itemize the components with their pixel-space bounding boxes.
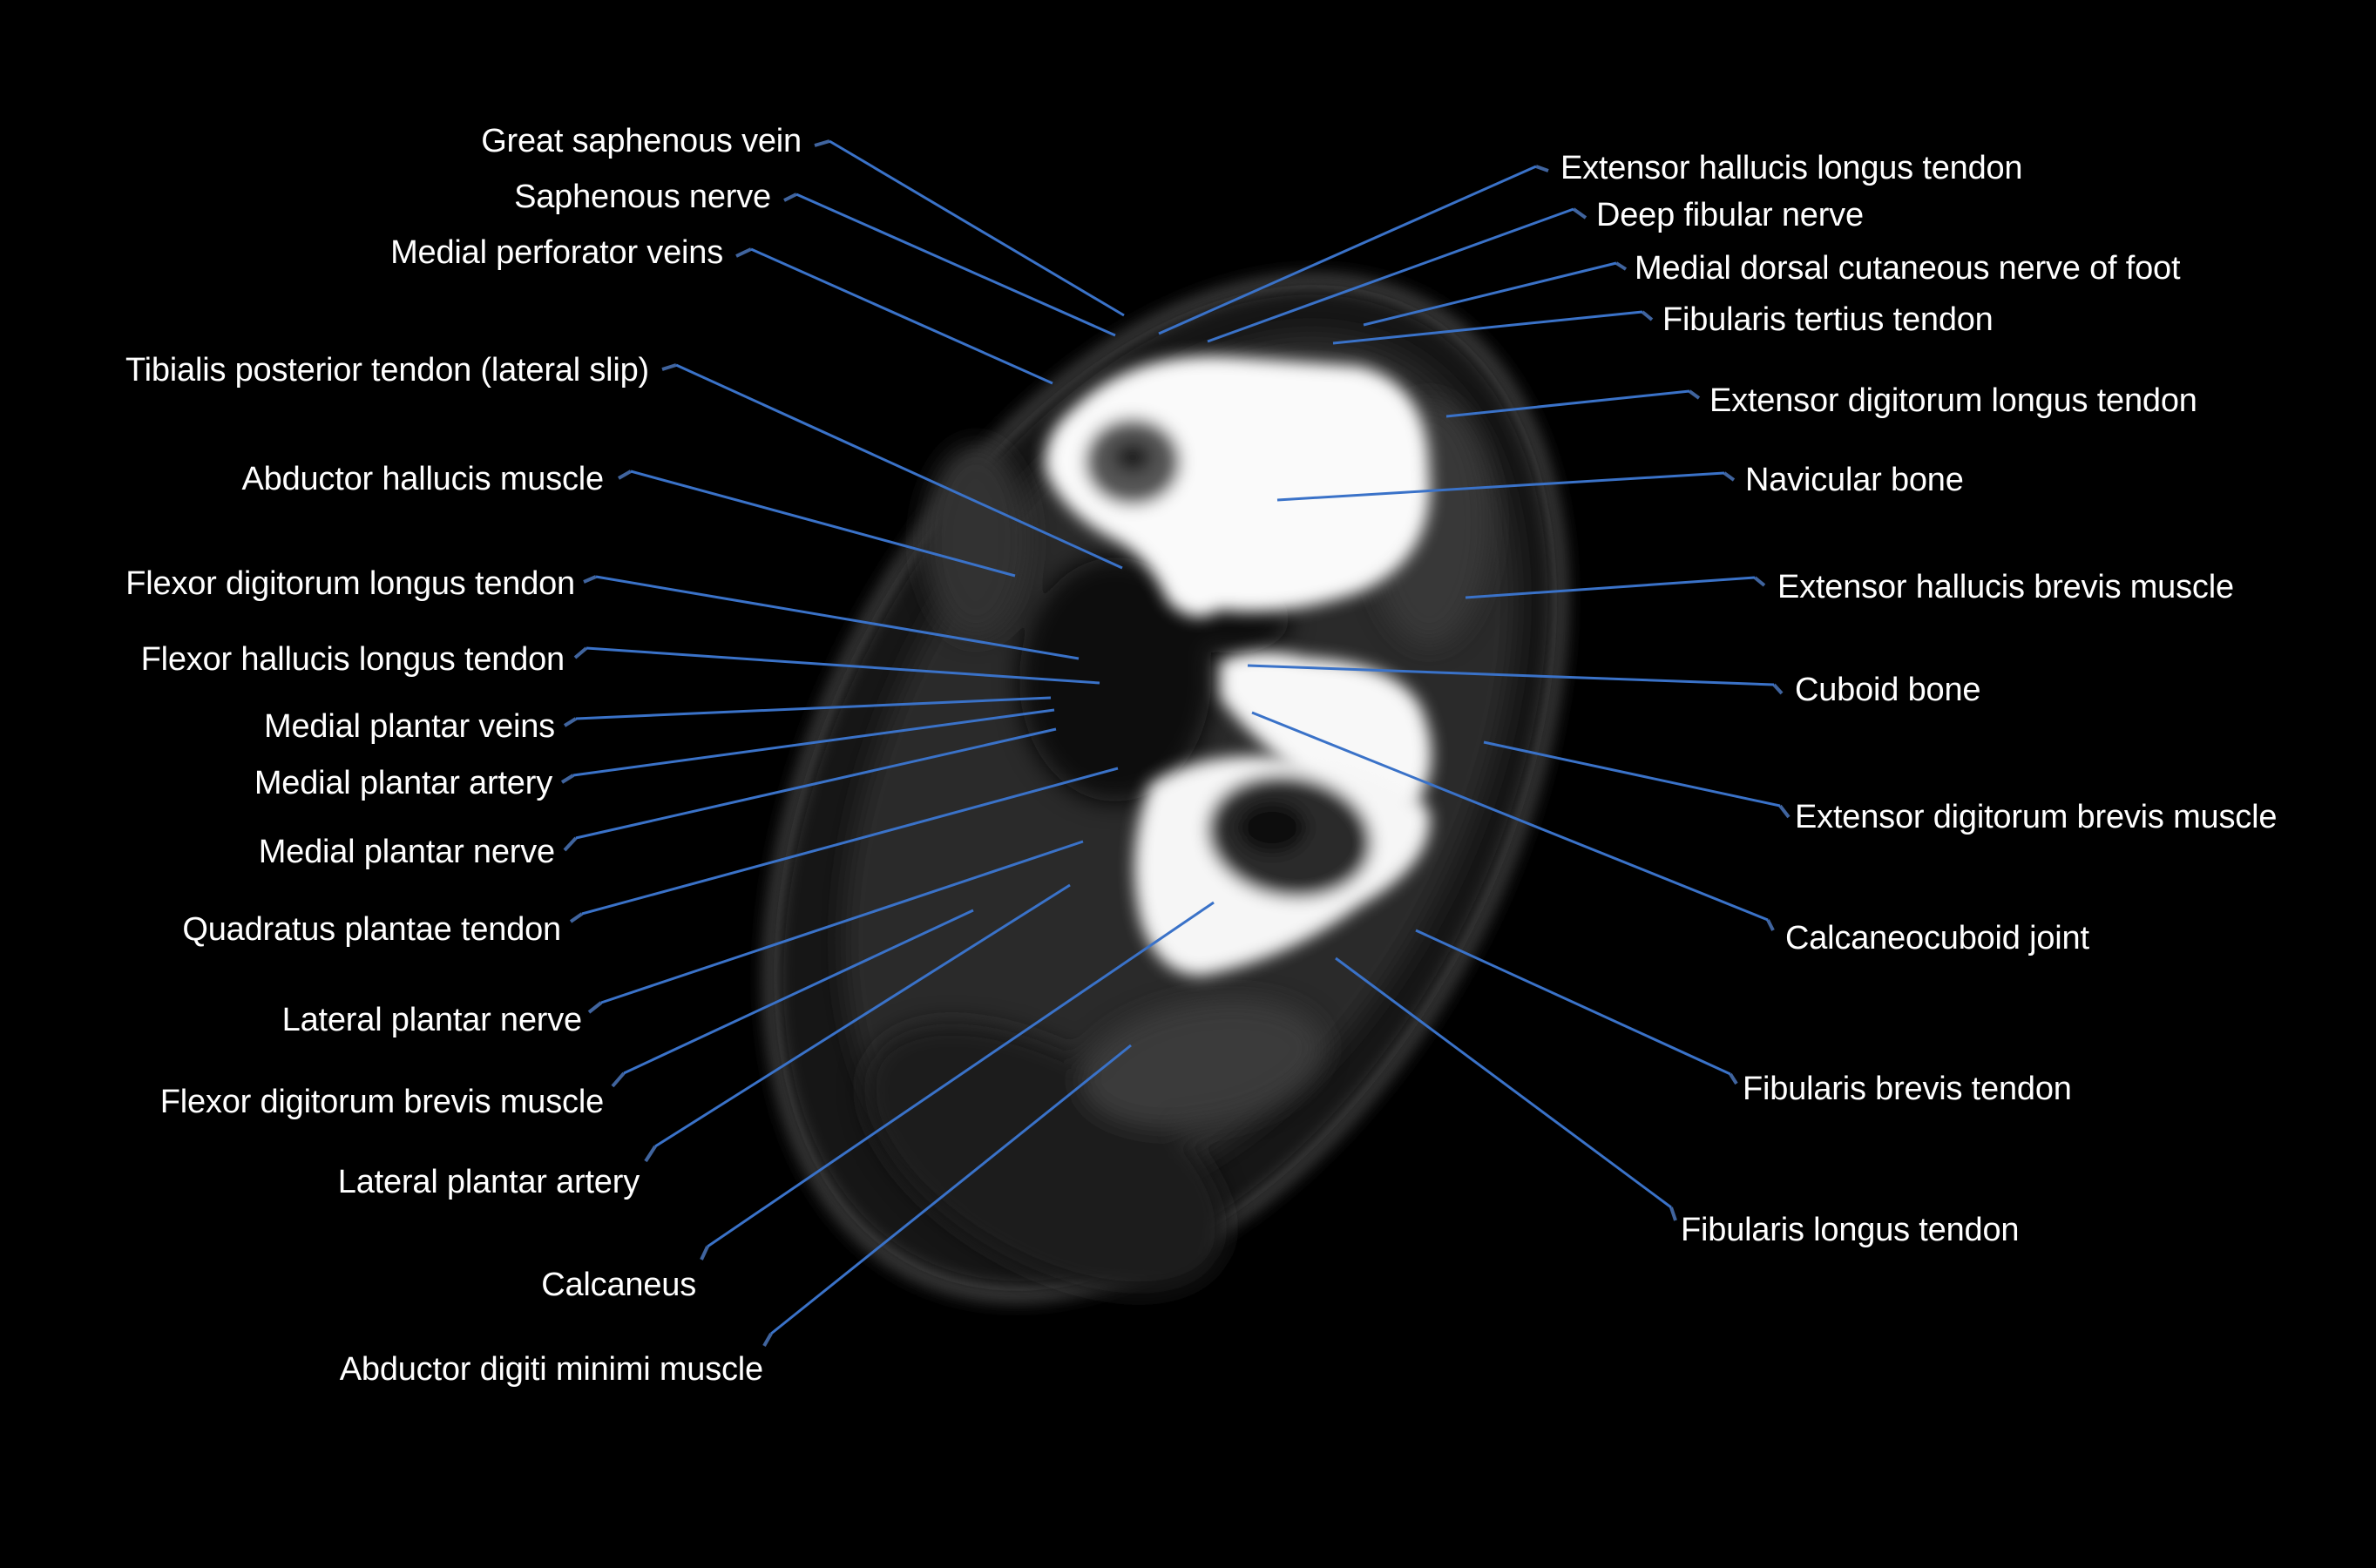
label-extensor-hallucis-longus-tendon: Extensor hallucis longus tendon — [1560, 150, 2023, 186]
label-flexor-hallucis-longus-tendon: Flexor hallucis longus tendon — [140, 641, 565, 678]
label-fibularis-brevis-tendon: Fibularis brevis tendon — [1743, 1071, 2072, 1107]
leader-stub — [573, 646, 588, 659]
leader-stub — [735, 247, 752, 258]
leader-line-flexor-digitorum-brevis-muscle — [623, 909, 974, 1075]
leader-line-deep-fibular-nerve — [1207, 207, 1574, 343]
leader-stub — [1535, 165, 1549, 172]
label-medial-dorsal-cutaneous-nerve-of-foot: Medial dorsal cutaneous nerve of foot — [1635, 250, 2181, 287]
leader-line-extensor-hallucis-longus-tendon — [1158, 165, 1537, 335]
leader-stub — [1772, 683, 1784, 695]
label-navicular-bone: Navicular bone — [1745, 462, 1964, 498]
label-extensor-hallucis-brevis-muscle: Extensor hallucis brevis muscle — [1777, 569, 2234, 605]
leader-line-great-saphenous-vein — [829, 139, 1125, 317]
label-medial-plantar-nerve: Medial plantar nerve — [258, 834, 556, 870]
leader-line-flexor-hallucis-longus-tendon — [586, 646, 1100, 685]
leader-stub — [783, 193, 797, 202]
label-medial-plantar-artery: Medial plantar artery — [254, 765, 552, 801]
leader-line-abductor-hallucis-muscle — [630, 470, 1016, 578]
label-abductor-digiti-minimi-muscle: Abductor digiti minimi muscle — [339, 1351, 763, 1388]
leader-line-medial-plantar-artery — [572, 708, 1055, 777]
leader-line-flexor-digitorum-longus-tendon — [595, 575, 1080, 660]
leader-stub — [569, 912, 584, 923]
leader-line-tibialis-posterior-tendon-lateral-slip — [675, 363, 1123, 570]
leader-stub — [1614, 261, 1628, 271]
leader-stub — [1766, 919, 1775, 931]
label-abductor-hallucis-muscle: Abductor hallucis muscle — [241, 461, 604, 497]
leader-stub — [762, 1333, 773, 1347]
leader-stub — [1729, 1072, 1738, 1085]
label-medial-plantar-veins: Medial plantar veins — [264, 708, 555, 745]
label-extensor-digitorum-longus-tendon: Extensor digitorum longus tendon — [1709, 382, 2197, 419]
leader-line-calcaneus — [707, 901, 1215, 1248]
leader-stub — [1688, 389, 1701, 400]
leader-stub — [644, 1145, 657, 1163]
leader-line-calcaneocuboid-joint — [1251, 711, 1769, 922]
leader-stub — [1669, 1206, 1677, 1221]
leader-stub — [560, 774, 575, 784]
leader-stub — [1723, 471, 1736, 482]
leader-stub — [814, 139, 830, 147]
label-flexor-digitorum-longus-tendon: Flexor digitorum longus tendon — [125, 565, 575, 602]
leader-stub — [700, 1246, 709, 1260]
label-calcaneocuboid-joint: Calcaneocuboid joint — [1785, 920, 2089, 956]
label-great-saphenous-vein: Great saphenous vein — [481, 123, 802, 159]
leader-stub — [1641, 310, 1654, 321]
leader-line-navicular-bone — [1276, 471, 1725, 502]
label-deep-fibular-nerve: Deep fibular nerve — [1596, 197, 1864, 233]
label-flexor-digitorum-brevis-muscle: Flexor digitorum brevis muscle — [159, 1084, 604, 1120]
navicular-bone-shape — [1045, 355, 1430, 617]
leader-stub — [587, 1001, 603, 1014]
label-tibialis-posterior-tendon-lateral-slip: Tibialis posterior tendon (lateral slip) — [125, 352, 649, 389]
label-calcaneus: Calcaneus — [541, 1267, 696, 1303]
leader-line-saphenous-nerve — [795, 193, 1116, 337]
leader-lines — [560, 139, 1790, 1347]
leader-line-lateral-plantar-artery — [654, 883, 1071, 1148]
cuboid-bone-shape — [1220, 652, 1432, 818]
calcaneus-shape — [1134, 756, 1430, 976]
label-fibularis-tertius-tendon: Fibularis tertius tendon — [1662, 301, 1994, 338]
leader-stub — [1753, 576, 1766, 587]
leader-line-fibularis-tertius-tendon — [1332, 310, 1643, 345]
leader-line-fibularis-brevis-tendon — [1415, 929, 1731, 1076]
label-quadratus-plantae-tendon: Quadratus plantae tendon — [182, 911, 561, 948]
leader-line-abductor-digiti-minimi-muscle — [770, 1044, 1132, 1335]
leader-line-medial-plantar-nerve — [575, 727, 1057, 840]
label-medial-perforator-veins: Medial perforator veins — [390, 234, 723, 271]
leader-line-medial-dorsal-cutaneous-nerve-of-foot — [1363, 261, 1617, 327]
label-extensor-digitorum-brevis-muscle: Extensor digitorum brevis muscle — [1795, 799, 2278, 835]
leader-line-extensor-digitorum-brevis-muscle — [1483, 740, 1781, 808]
label-lateral-plantar-artery: Lateral plantar artery — [337, 1164, 640, 1200]
leader-line-lateral-plantar-nerve — [600, 840, 1084, 1004]
leader-stub — [583, 575, 597, 584]
leader-line-cuboid-bone — [1247, 664, 1775, 686]
leader-line-extensor-digitorum-longus-tendon — [1445, 389, 1690, 418]
leader-line-extensor-hallucis-brevis-muscle — [1465, 576, 1756, 599]
leader-stub — [563, 717, 578, 727]
leader-line-fibularis-longus-tendon — [1335, 956, 1672, 1209]
leader-stub — [1572, 207, 1587, 220]
leader-line-quadratus-plantae-tendon — [581, 767, 1119, 916]
label-saphenous-nerve: Saphenous nerve — [514, 179, 771, 215]
leader-stub — [661, 363, 677, 371]
leader-stub — [1778, 804, 1790, 819]
label-lateral-plantar-nerve: Lateral plantar nerve — [281, 1002, 583, 1038]
leader-line-medial-plantar-veins — [575, 696, 1052, 720]
leader-stub — [611, 1071, 626, 1088]
leader-stub — [618, 470, 632, 480]
leader-stub — [563, 836, 578, 852]
label-cuboid-bone: Cuboid bone — [1795, 672, 1981, 708]
leader-line-medial-perforator-veins — [750, 247, 1053, 385]
label-fibularis-longus-tendon: Fibularis longus tendon — [1681, 1212, 2020, 1248]
